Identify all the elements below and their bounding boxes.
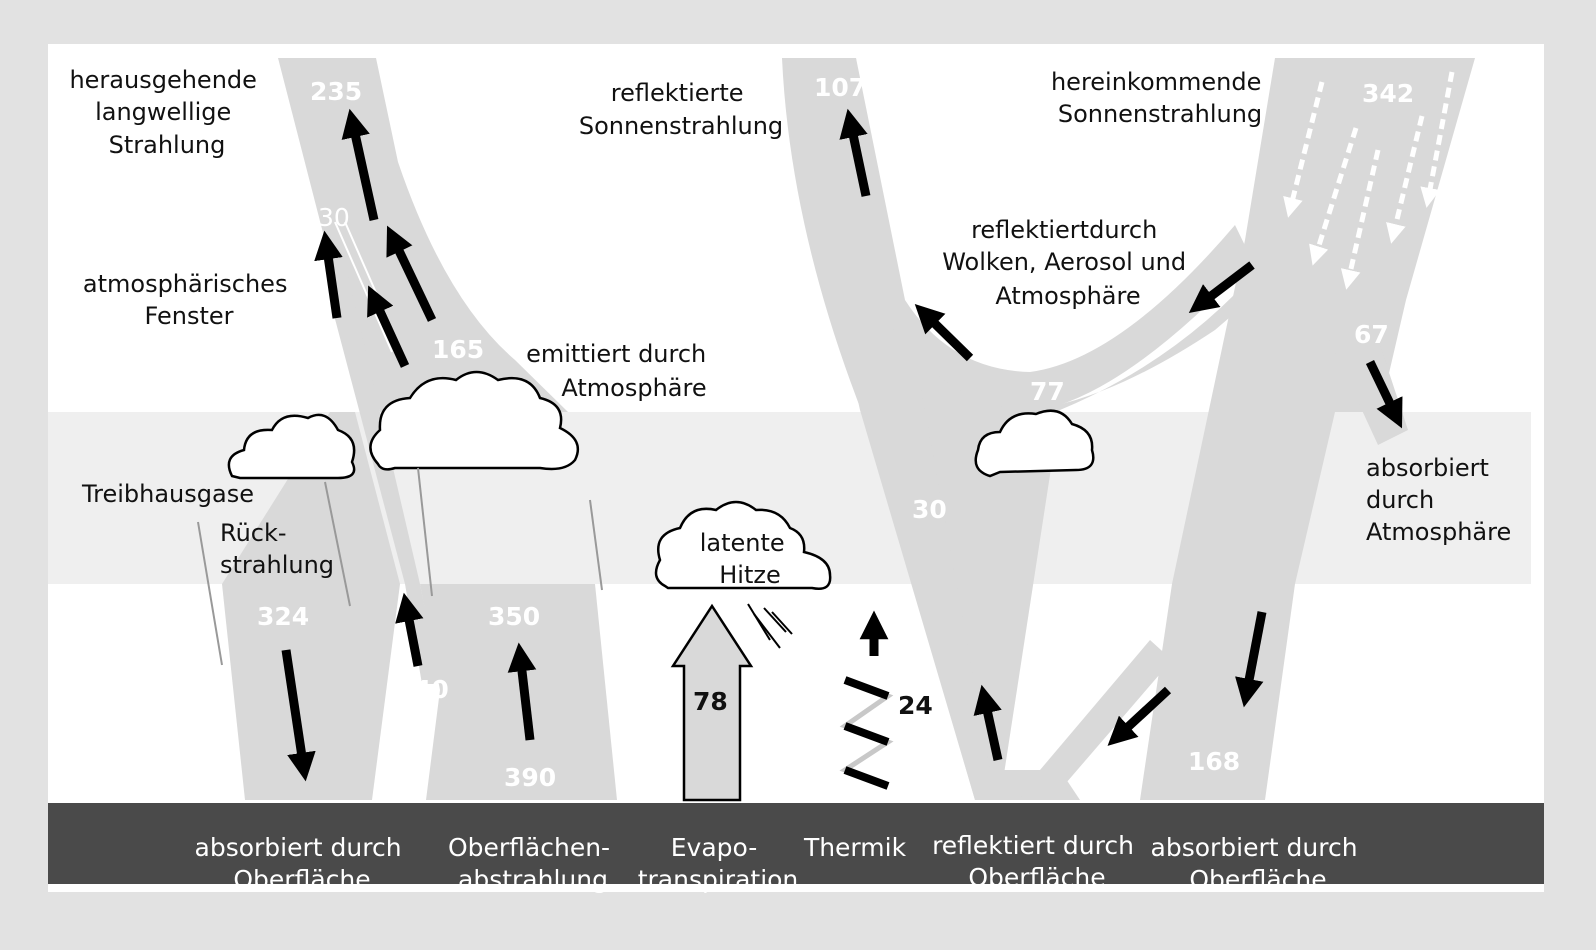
label-incoming-2: Sonnenstrahlung [1058,100,1262,128]
label-outgoing-1: herausgehende [69,66,256,94]
surface-reflection-flow [985,640,1172,800]
ground-evapo-2: transpiration [638,865,799,894]
value-reflected: 107 [814,73,866,102]
ground-labels: absorbiert durch Oberfläche Oberflächen-… [195,831,1366,894]
svg-text:latente Hitze: latente Hitze [700,529,793,589]
back-radiation-flow [222,412,400,800]
atmospheric-window-flow [330,260,440,684]
label-back-rad-2: strahlung [220,551,334,579]
svg-text:Rück- strahlung: Rück- strahlung [220,519,334,579]
ground-thermals: Thermik [803,833,907,862]
flow-arrows [281,108,1403,782]
ground-absorbed-right-1: absorbiert durch [1151,833,1358,862]
label-emitted-2: Atmosphäre [561,374,706,402]
label-outgoing-3: Strahlung [109,131,226,159]
ground-reflected-1: reflektiert durch [932,831,1134,860]
label-window-1: atmosphärisches [83,270,288,298]
ground-evapo-1: Evapo- [671,833,758,862]
svg-text:reflektierte Sonnenstrah: reflektierte Sonnenstrahlung [579,79,783,140]
cloud-reflection-flow [875,225,1252,412]
cloud-right [974,409,1095,478]
svg-text:hereinkommende Sonnenstr: hereinkommende Sonnenstrahlung [1051,68,1269,128]
value-absorbed-surface: 168 [1188,747,1240,776]
arrow-incoming-down [1235,611,1267,708]
arrow-surface-rad [507,642,537,741]
label-greenhouse: Treibhausgase [81,480,254,508]
arrow-emitted [386,225,437,322]
value-window-bottom: 40 [414,675,449,704]
value-back-rad: 324 [257,602,309,631]
label-cloud-reflect-3: Atmosphäre [995,282,1140,310]
value-outgoing: 235 [310,77,362,106]
value-window-top: 30 [318,203,350,232]
arrow-window-2 [367,285,410,368]
value-emitted: 165 [432,335,484,364]
ground-surface-rad-1: Oberflächen- [448,833,610,862]
arrow-outgoing [341,108,379,221]
svg-text:atmosphärisches Fenster: atmosphärisches Fenster [83,270,295,330]
ground-reflected-2: Oberfläche [968,863,1105,892]
arrow-window-bottom [395,592,424,667]
svg-text:absorbiert durch A: absorbiert durch Atmosphäre [1366,454,1511,546]
svg-text:reflektiert durch Oberfl: reflektiert durch Oberfläche [932,831,1142,892]
arrow-cloud-reflect [914,303,974,362]
rain-streaks [747,603,793,649]
labels: herausgehende langwellige Strahlung refl… [69,66,1511,589]
value-thermals: 24 [898,691,933,720]
flow-values: 235 30 165 107 342 77 67 30 324 350 40 3… [257,73,1414,792]
arrow-reflected [839,108,871,197]
value-cloud-reflect: 77 [1030,377,1065,406]
value-absorbed-atm: 67 [1354,320,1389,349]
cloud-left [227,413,356,480]
ground-absorbed-left-2: Oberfläche [233,865,370,894]
svg-text:Oberflächen- abstrahlung: Oberflächen- abstrahlung [448,833,618,894]
label-absorbed-atm-3: Atmosphäre [1366,518,1511,546]
arrow-back-rad [281,649,316,782]
incoming-dashed-arrows [1283,71,1455,290]
value-atm-reflect: 30 [912,495,947,524]
surface-radiation-flow [420,584,617,800]
greenhouse-lines [197,467,603,666]
reflected-solar-main [782,58,1080,800]
cloud-center [369,370,580,471]
svg-text:herausgehende langwellig: herausgehende langwellige Strahlung [69,66,264,159]
ground-surface-rad-2: abstrahlung [458,865,608,894]
arrow-window-1 [314,230,343,319]
latent-heat-arrow [670,603,754,802]
arrow-absorbed-atm [1365,360,1403,429]
arrow-surface-reflect [1107,686,1172,746]
ground-bar [48,803,1544,887]
label-cloud-reflect-1: reflektiertdurch [971,216,1157,244]
svg-text:emittiert durch Atmosphä: emittiert durch Atmosphäre [526,340,714,402]
value-surface-rad: 350 [488,602,540,631]
ground-absorbed-left-1: absorbiert durch [195,833,402,862]
label-window-2: Fenster [144,302,233,330]
label-absorbed-atm-2: durch [1366,486,1434,514]
cloud-latent-heat [654,500,832,590]
label-back-rad-1: Rück- [220,519,287,547]
label-latent-1: latente [700,529,785,557]
clouds [227,370,1095,590]
svg-text:Evapo- transpiration: Evapo- transpiration [638,833,799,894]
label-latent-2: Hitze [719,561,781,589]
svg-text:reflektiertdurch Wolken,: reflektiertdurch Wolken, Aerosol und Atm… [942,216,1194,310]
outgoing-longwave-flow [278,58,568,412]
svg-text:absorbiert durch Oberflä: absorbiert durch Oberfläche [1151,833,1366,894]
label-outgoing-2: langwellige [95,98,231,126]
value-incoming: 342 [1362,79,1414,108]
label-incoming-1: hereinkommende [1051,68,1261,96]
value-surface-emit: 390 [504,763,556,792]
label-absorbed-atm-1: absorbiert [1366,454,1489,482]
ground-absorbed-right-2: Oberfläche [1189,865,1326,894]
svg-text:absorbiert durch Oberflä: absorbiert durch Oberfläche [195,833,410,894]
label-reflected-1: reflektierte [611,79,744,107]
label-reflected-2: Sonnenstrahlung [579,112,783,140]
arrow-reflect-up [973,684,1003,761]
label-cloud-reflect-2: Wolken, Aerosol und [942,248,1186,276]
label-emitted-1: emittiert durch [526,340,706,368]
value-evapo: 78 [693,687,728,716]
arrow-incoming-reflect [1188,261,1255,313]
